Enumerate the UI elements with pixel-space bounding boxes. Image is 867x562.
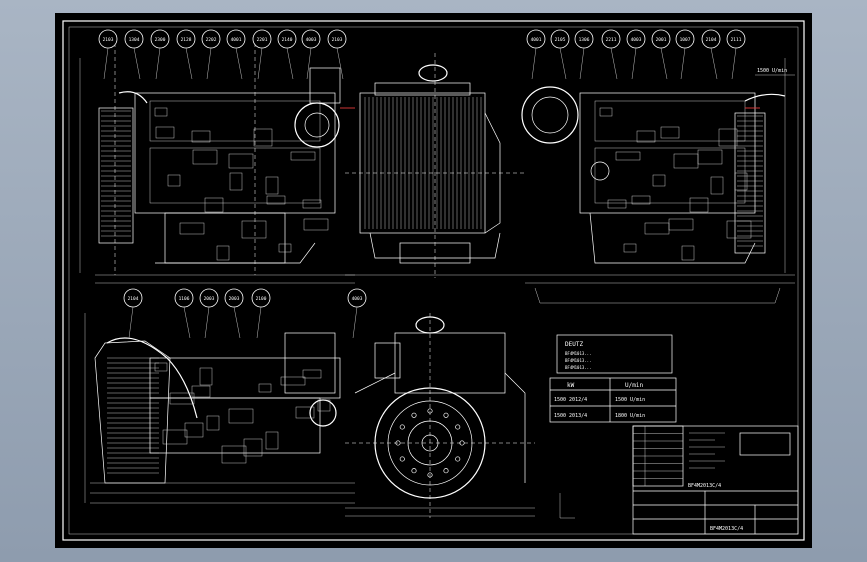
drawing-sheet: DEUTZ BF4M1013... BF4M1013... BF4M1013..… <box>55 13 812 548</box>
rating-row-2-model: 1500 2013/4 <box>554 413 587 419</box>
svg-text:2128: 2128 <box>181 37 192 43</box>
svg-text:2201: 2201 <box>257 37 268 43</box>
spec-line-1: BF4M1013... <box>565 351 592 356</box>
svg-text:1007: 1007 <box>680 37 691 43</box>
top-right-balloon: 2111 <box>726 29 746 80</box>
spec-line-2: BF4M1013... <box>565 358 592 363</box>
spec-title: DEUTZ <box>565 341 583 348</box>
rating-row-2-speed: 1800 U/min <box>615 413 645 419</box>
engine-drawing-canvas: DEUTZ BF4M1013... BF4M1013... BF4M1013..… <box>62 20 805 541</box>
engine-rear-view <box>345 313 575 519</box>
drawing-number: BF4M2013C/4 <box>710 526 743 532</box>
spec-block: DEUTZ BF4M1013... BF4M1013... BF4M1013..… <box>556 334 673 374</box>
svg-text:1304: 1304 <box>129 37 140 43</box>
svg-text:2104: 2104 <box>706 37 717 43</box>
top-right-balloon: 2001 <box>651 29 671 80</box>
bottom-left-balloon: 2104 <box>123 288 143 339</box>
top-right-balloon: 2105 <box>550 29 570 80</box>
top-left-balloon: 2128 <box>176 29 196 80</box>
svg-text:2103: 2103 <box>332 37 343 43</box>
engine-front-view <box>345 53 525 278</box>
engine-side-view-left <box>79 43 355 284</box>
top-right-balloon: 1306 <box>574 29 594 80</box>
svg-text:2103: 2103 <box>103 37 114 43</box>
svg-text:2100: 2100 <box>256 296 267 302</box>
svg-text:2003: 2003 <box>204 296 215 302</box>
rating-row-1-speed: 1500 U/min <box>615 397 645 403</box>
top-left-balloon: 2202 <box>201 29 221 80</box>
rating-header-rpm: U/min <box>625 382 643 389</box>
flow-annotation: 1500 U/min <box>757 68 787 74</box>
top-right-balloon: 4001 <box>526 29 546 80</box>
bottom-left-balloon: 2003 <box>199 288 219 339</box>
top-left-balloon: 2103 <box>327 29 347 80</box>
svg-text:1106: 1106 <box>179 296 190 302</box>
top-left-balloon: 4003 <box>301 29 321 80</box>
svg-text:2001: 2001 <box>656 37 667 43</box>
top-right-balloon: 2211 <box>601 29 621 80</box>
top-left-balloon: 1304 <box>124 29 144 80</box>
top-left-balloon: 4001 <box>226 29 246 80</box>
svg-text:2202: 2202 <box>206 37 217 43</box>
svg-text:2111: 2111 <box>731 37 742 43</box>
svg-text:1306: 1306 <box>579 37 590 43</box>
svg-text:4001: 4001 <box>231 37 242 43</box>
svg-text:2300: 2300 <box>155 37 166 43</box>
bottom-center-balloon: 4003 <box>347 288 367 339</box>
top-right-balloon: 1007 <box>675 29 695 80</box>
top-left-balloon: 2300 <box>150 29 170 80</box>
rating-row-1-model: 1500 2012/4 <box>554 397 587 403</box>
drawing-number-label: BF4M2013C/4 <box>688 483 721 489</box>
rating-header-kw: kW <box>567 382 575 389</box>
svg-text:2104: 2104 <box>128 296 139 302</box>
engine-plan-view <box>84 313 355 504</box>
top-right-balloon: 2104 <box>701 29 721 80</box>
svg-text:2003: 2003 <box>229 296 240 302</box>
rating-table: kW U/min 1500 2012/4 1500 U/min 1500 201… <box>549 377 677 423</box>
bottom-left-balloon: 2003 <box>224 288 244 339</box>
svg-text:4003: 4003 <box>352 296 363 302</box>
top-left-balloon: 2103 <box>98 29 118 80</box>
top-left-balloon: 2201 <box>252 29 272 80</box>
spec-line-3: BF4M1013... <box>565 365 592 370</box>
svg-text:2105: 2105 <box>555 37 566 43</box>
svg-text:2211: 2211 <box>606 37 617 43</box>
svg-text:4003: 4003 <box>306 37 317 43</box>
top-left-balloon: 2140 <box>277 29 297 80</box>
bottom-left-balloon: 1106 <box>174 288 194 339</box>
svg-text:2140: 2140 <box>282 37 293 43</box>
svg-text:4001: 4001 <box>531 37 542 43</box>
bottom-left-balloon: 2100 <box>251 288 271 339</box>
top-right-balloon: 4003 <box>626 29 646 80</box>
svg-text:4003: 4003 <box>631 37 642 43</box>
engine-side-view-right <box>521 58 795 304</box>
title-block: BF4M2013C/4 BF4M2013C/4 <box>632 425 799 535</box>
